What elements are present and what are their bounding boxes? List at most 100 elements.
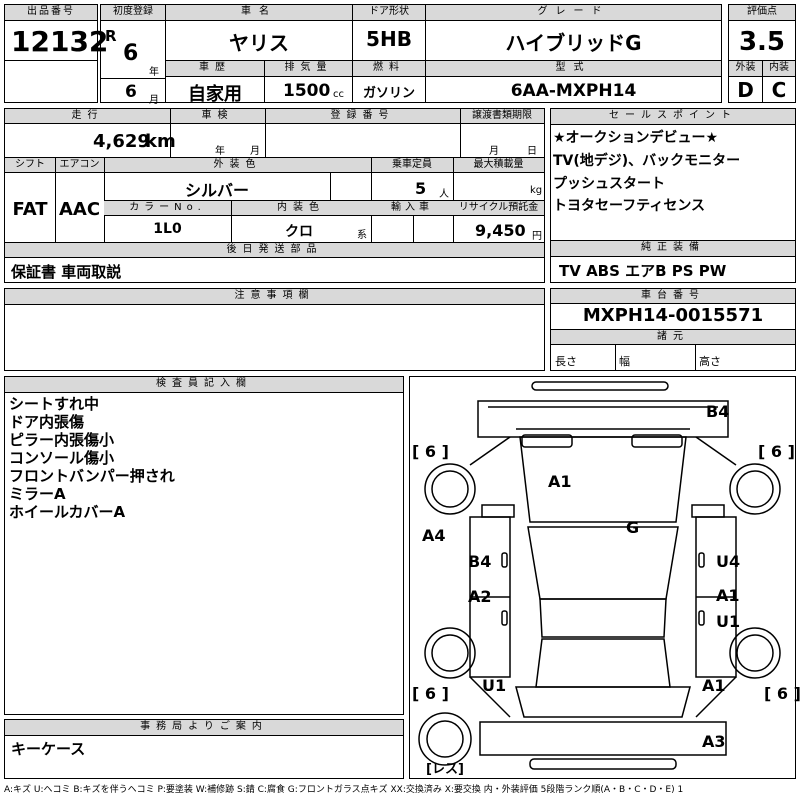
inspector-line: ホイールカバーA <box>9 503 126 521</box>
tire-mark-rear-right: [ 6 ] <box>764 684 800 703</box>
damage-mark: U1 <box>716 612 740 631</box>
max-load-unit: kg <box>530 185 543 196</box>
transfer-header: 譲渡書類期限 <box>460 109 544 124</box>
mileage-header: 走行 <box>5 109 170 124</box>
capacity-header: 乗車定員 <box>371 158 453 173</box>
transfer-day-unit: 日 <box>527 146 537 157</box>
inspector-line: フロントバンパー押され <box>9 467 175 485</box>
selling-line: ★オークションデビュー★ <box>553 130 719 146</box>
inspection-year-unit: 年 <box>215 146 225 157</box>
office-text: キーケース <box>11 740 86 758</box>
damage-mark: U1 <box>482 676 506 695</box>
model-header: 型式 <box>426 61 721 77</box>
color-no: 1L0 <box>153 221 182 237</box>
lot-box: 出品番号 12132 <box>4 4 108 61</box>
damage-mark: B4 <box>706 402 729 421</box>
tire-mark-front-left: [ 6 ] <box>412 442 449 461</box>
aircon: AAC <box>58 199 101 220</box>
damage-mark: B4 <box>468 552 491 571</box>
grade-header: グレード <box>426 5 721 21</box>
inspector-box: 検査員記入欄 シートすれ中 ドア内張傷 ピラー内張傷小 コンソール傷小 フロント… <box>4 376 404 715</box>
recycle-unit: 円 <box>532 231 542 242</box>
interior-grade: C <box>771 78 787 102</box>
inspector-line: ミラーA <box>9 485 66 503</box>
chassis-header: 車台番号 <box>551 289 795 304</box>
car-name-box: 車名 ヤリス <box>165 4 353 61</box>
model-box: 型式 6AA-MXPH14 <box>425 60 722 103</box>
notes-box: 注意事項欄 <box>4 288 545 371</box>
chassis-box: 車台番号 MXPH14-0015571 諸元 長さ 幅 高さ <box>550 288 796 371</box>
inspection-month-unit: 月 <box>250 146 260 157</box>
exterior-grade: D <box>737 78 754 102</box>
notes-header: 注意事項欄 <box>5 289 544 305</box>
reg-number-header: 登録番号 <box>265 109 460 124</box>
selling-line: プッシュスタート <box>553 176 665 192</box>
int-color-unit: 系 <box>357 230 367 241</box>
damage-mark: A2 <box>468 587 492 606</box>
interior-box: 内装 C <box>762 60 796 103</box>
lot-blank-box <box>4 60 98 103</box>
shift-header: シフト <box>5 158 55 173</box>
details-box: 走行 車検 登録番号 譲渡書類期限 4,629 km 年 月 月 日 シフト エ… <box>4 108 545 258</box>
score-box: 評価点 3.5 <box>728 4 796 61</box>
fuel-header: 燃料 <box>353 61 425 77</box>
lot-header: 出品番号 <box>5 5 97 21</box>
damage-mark: U4 <box>716 552 740 571</box>
grade-box: グレード ハイブリッドG <box>425 4 722 61</box>
selling-line: TV(地デジ)、バックモニター <box>553 153 741 169</box>
later-parts: 保証書 車両取説 <box>11 263 122 281</box>
score-header: 評価点 <box>729 5 795 21</box>
selling-header: セールスポイント <box>551 109 795 125</box>
legend: A:キズ U:ヘコミ B:キズを伴うヘコミ P:要塗装 W:補修跡 S:錆 C:… <box>4 785 684 795</box>
exterior-box: 外装 D <box>728 60 763 103</box>
equipment: TV ABS エアB PS PW <box>559 262 727 280</box>
inspector-header: 検査員記入欄 <box>5 377 403 393</box>
fuel-box: 燃料 ガソリン <box>352 60 426 103</box>
ext-color: シルバー <box>185 181 250 200</box>
displacement: 1500 <box>283 81 331 101</box>
capacity-unit: 人 <box>439 189 449 200</box>
damage-mark: A4 <box>422 526 446 545</box>
damage-mark: A3 <box>702 732 726 751</box>
tire-mark-front-right: [ 6 ] <box>758 442 795 461</box>
inspector-line: シートすれ中 <box>9 395 100 413</box>
history-box: 車歴 自家用 <box>165 60 265 105</box>
recycle-header: リサイクル預託金 <box>453 201 544 216</box>
damage-mark: G <box>626 518 639 537</box>
mileage-unit: km <box>145 131 176 152</box>
fuel: ガソリン <box>362 86 415 101</box>
damage-mark: A1 <box>702 676 726 695</box>
model: 6AA-MXPH14 <box>510 81 637 101</box>
history: 自家用 <box>188 84 242 105</box>
mileage: 4,629 <box>93 131 150 152</box>
damage-mark: A1 <box>716 586 740 605</box>
car-diagram: [ 6 ] [ 6 ] [ 6 ] [ 6 ] [レス] B4 A1 G A4 … <box>412 381 800 777</box>
car-name-header: 車名 <box>166 5 352 21</box>
inspector-line: ドア内張傷 <box>9 413 85 431</box>
width-label: 幅 <box>619 355 630 368</box>
recycle: 9,450 <box>475 221 526 240</box>
inspection-header: 車検 <box>170 109 265 124</box>
grade: ハイブリッドG <box>505 31 642 55</box>
capacity: 5 <box>415 179 427 198</box>
door-box: ドア形状 5HB <box>352 4 426 61</box>
displacement-unit: cc <box>333 89 344 100</box>
door-type: 5HB <box>366 27 412 51</box>
max-load-header: 最大積載量 <box>453 158 544 173</box>
door-header: ドア形状 <box>353 5 425 21</box>
equipment-header: 純正装備 <box>551 241 795 257</box>
height-label: 高さ <box>699 355 721 368</box>
exterior-header: 外装 <box>729 61 762 77</box>
displacement-header: 排気量 <box>265 61 352 77</box>
tire-mark-rear-left: [ 6 ] <box>412 684 449 703</box>
score: 3.5 <box>738 27 786 57</box>
color-no-header: カラーNo. <box>104 201 231 216</box>
equipment-box: 純正装備 TV ABS エアB PS PW <box>550 240 796 283</box>
first-reg-box: 初度登録 R 6 年 6 月 <box>100 4 166 106</box>
office-header: 事務局よりご案内 <box>5 720 403 736</box>
inspector-line: ピラー内張傷小 <box>9 431 115 449</box>
diagram-box: [ 6 ] [ 6 ] [ 6 ] [ 6 ] [レス] B4 A1 G A4 … <box>409 376 800 779</box>
reg-month: 6 <box>125 82 137 102</box>
import-header: 輸入車 <box>371 201 453 216</box>
first-reg-header: 初度登録 <box>101 5 165 21</box>
